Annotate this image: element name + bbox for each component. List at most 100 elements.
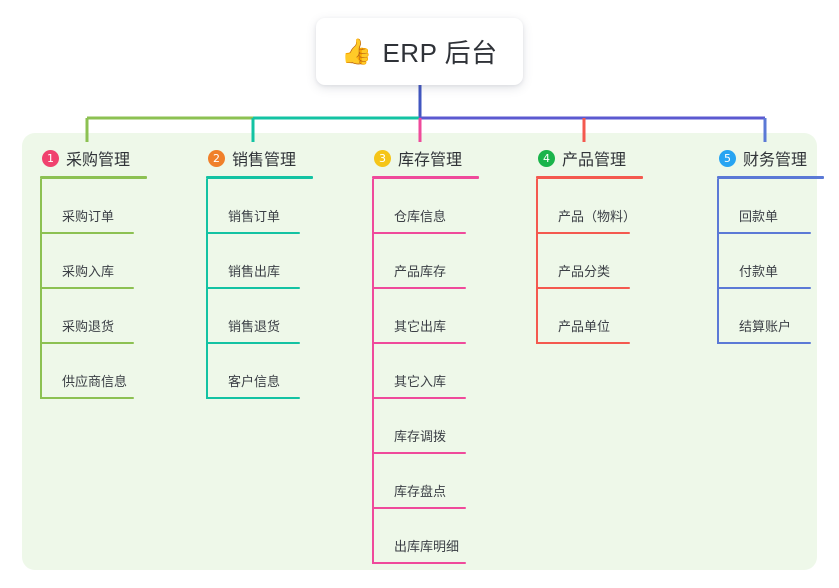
- leaf-rule: [40, 397, 134, 399]
- branch-number-badge: 1: [42, 149, 59, 167]
- leaf-node[interactable]: 结算账户: [717, 289, 839, 344]
- leaf-label: 采购退货: [62, 319, 115, 334]
- leaf-node[interactable]: 客户信息: [206, 344, 361, 399]
- leaf-list: 回款单付款单结算账户: [717, 179, 839, 344]
- branch-spine: [717, 179, 719, 344]
- leaf-list: 采购订单采购入库采购退货供应商信息: [40, 179, 195, 399]
- branch-column-3: 3 库存管理仓库信息产品库存其它出库其它入库库存调拨库存盘点出库库明细: [372, 146, 527, 564]
- leaf-rule: [206, 287, 300, 289]
- branch-header-5[interactable]: 5 财务管理: [717, 146, 839, 170]
- leaf-label: 销售订单: [228, 209, 281, 224]
- branch-number-badge: 5: [719, 149, 736, 167]
- branch-header-rule: [372, 176, 479, 179]
- leaf-node[interactable]: 供应商信息: [40, 344, 195, 399]
- branch-column-2: 2 销售管理销售订单销售出库销售退货客户信息: [206, 146, 361, 399]
- leaf-label: 产品单位: [558, 319, 611, 334]
- leaf-node[interactable]: 回款单: [717, 179, 839, 234]
- leaf-node[interactable]: 销售退货: [206, 289, 361, 344]
- leaf-rule: [372, 562, 466, 564]
- leaf-rule: [536, 232, 630, 234]
- branch-spine: [536, 179, 538, 344]
- branch-spine: [40, 179, 42, 399]
- leaf-rule: [372, 397, 466, 399]
- leaf-label: 库存盘点: [394, 484, 447, 499]
- leaf-label: 回款单: [739, 209, 779, 224]
- leaf-node[interactable]: 产品（物料）: [536, 179, 691, 234]
- branch-header-rule: [536, 176, 643, 179]
- leaf-node[interactable]: 付款单: [717, 234, 839, 289]
- leaf-node[interactable]: 产品分类: [536, 234, 691, 289]
- diagram-background-panel: [22, 133, 817, 570]
- leaf-label: 其它出库: [394, 319, 447, 334]
- leaf-list: 仓库信息产品库存其它出库其它入库库存调拨库存盘点出库库明细: [372, 179, 527, 564]
- leaf-node[interactable]: 仓库信息: [372, 179, 527, 234]
- leaf-node[interactable]: 采购退货: [40, 289, 195, 344]
- leaf-rule: [206, 397, 300, 399]
- leaf-rule: [40, 342, 134, 344]
- leaf-list: 产品（物料） 产品分类产品单位: [536, 179, 691, 344]
- branch-header-2[interactable]: 2 销售管理: [206, 146, 361, 170]
- leaf-rule: [717, 287, 811, 289]
- branch-number-badge: 2: [208, 149, 225, 167]
- leaf-node[interactable]: 其它出库: [372, 289, 527, 344]
- leaf-rule: [717, 232, 811, 234]
- leaf-rule: [372, 452, 466, 454]
- branch-title: 销售管理: [232, 152, 297, 169]
- leaf-label: 出库库明细: [394, 539, 460, 554]
- branch-header-rule: [40, 176, 147, 179]
- leaf-label: 结算账户: [739, 319, 792, 334]
- branch-spine: [372, 179, 374, 564]
- branch-title: 采购管理: [66, 152, 131, 169]
- branch-spine: [206, 179, 208, 399]
- leaf-label: 销售退货: [228, 319, 281, 334]
- leaf-label: 付款单: [739, 264, 779, 279]
- leaf-node[interactable]: 销售出库: [206, 234, 361, 289]
- leaf-node[interactable]: 库存调拨: [372, 399, 527, 454]
- thumbs-up-icon: 👍: [341, 37, 373, 66]
- leaf-label: 采购订单: [62, 209, 115, 224]
- leaf-node[interactable]: 库存盘点: [372, 454, 527, 509]
- branch-number-badge: 3: [374, 149, 391, 167]
- leaf-label: 产品库存: [394, 264, 447, 279]
- leaf-label: 采购入库: [62, 264, 115, 279]
- leaf-rule: [372, 232, 466, 234]
- leaf-node[interactable]: 产品库存: [372, 234, 527, 289]
- leaf-node[interactable]: 采购订单: [40, 179, 195, 234]
- root-title: ERP 后台: [382, 38, 498, 68]
- branch-title: 财务管理: [743, 152, 808, 169]
- leaf-label: 仓库信息: [394, 209, 447, 224]
- leaf-node[interactable]: 产品单位: [536, 289, 691, 344]
- leaf-rule: [40, 287, 134, 289]
- leaf-label: 产品分类: [558, 264, 611, 279]
- leaf-rule: [372, 287, 466, 289]
- branch-header-1[interactable]: 1 采购管理: [40, 146, 195, 170]
- branch-number-badge: 4: [538, 149, 555, 167]
- leaf-label: 销售出库: [228, 264, 281, 279]
- leaf-label: 库存调拨: [394, 429, 447, 444]
- branch-column-1: 1 采购管理采购订单采购入库采购退货供应商信息: [40, 146, 195, 399]
- leaf-rule: [536, 287, 630, 289]
- leaf-label: 其它入库: [394, 374, 447, 389]
- leaf-list: 销售订单销售出库销售退货客户信息: [206, 179, 361, 399]
- leaf-node[interactable]: 出库库明细: [372, 509, 527, 564]
- leaf-rule: [536, 342, 630, 344]
- leaf-node[interactable]: 其它入库: [372, 344, 527, 399]
- leaf-rule: [717, 342, 811, 344]
- leaf-rule: [40, 232, 134, 234]
- leaf-rule: [206, 232, 300, 234]
- branch-title: 库存管理: [398, 152, 463, 169]
- leaf-rule: [206, 342, 300, 344]
- branch-header-3[interactable]: 3 库存管理: [372, 146, 527, 170]
- leaf-label: 供应商信息: [62, 374, 128, 389]
- leaf-node[interactable]: 采购入库: [40, 234, 195, 289]
- leaf-rule: [372, 342, 466, 344]
- root-node[interactable]: 👍 ERP 后台: [316, 18, 523, 85]
- branch-column-5: 5 财务管理回款单付款单结算账户: [717, 146, 839, 344]
- leaf-node[interactable]: 销售订单: [206, 179, 361, 234]
- branch-header-rule: [206, 176, 313, 179]
- leaf-rule: [372, 507, 466, 509]
- branch-header-rule: [717, 176, 824, 179]
